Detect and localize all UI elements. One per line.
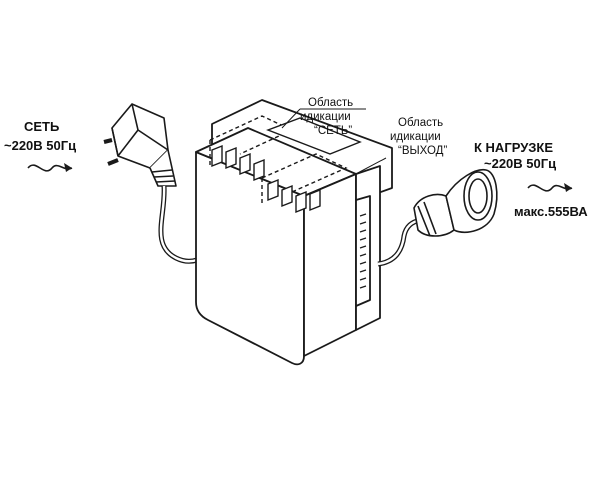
indicator-area-network (209, 115, 294, 182)
output-label-spec: ~220В 50Гц (484, 156, 556, 171)
callout-output-line3: “ВЫХОД” (398, 145, 447, 157)
power-plug (103, 103, 177, 187)
indicator-area-output (261, 153, 348, 214)
callout-output: Область идикации “ВЫХОД” (351, 117, 447, 177)
input-label-title: СЕТЬ (24, 119, 59, 134)
output-cable (377, 217, 421, 267)
load-socket (413, 169, 498, 237)
top-ridge (266, 117, 362, 155)
output-wave-arrowhead (564, 183, 572, 192)
callout-output-line2: идикации (390, 131, 441, 143)
callout-network: Область идикации “СЕТЬ” (281, 97, 366, 137)
input-label-spec: ~220В 50Гц (4, 138, 76, 153)
callout-output-line1: Область (398, 117, 443, 129)
side-grille (359, 213, 367, 289)
output-label-max-load: макс.555ВА (514, 204, 588, 219)
callout-network-line3: “СЕТЬ” (314, 125, 352, 137)
input-label: СЕТЬ ~220В 50Гц (4, 119, 76, 153)
stabilizer-device (195, 99, 393, 366)
callout-network-line2: идикации (300, 111, 351, 123)
input-wave-arrowhead (64, 163, 72, 172)
output-label: К НАГРУЗКЕ ~220В 50Гц макс.555ВА (474, 140, 588, 219)
output-label-title: К НАГРУЗКЕ (474, 140, 553, 155)
callout-network-line1: Область (308, 97, 353, 109)
